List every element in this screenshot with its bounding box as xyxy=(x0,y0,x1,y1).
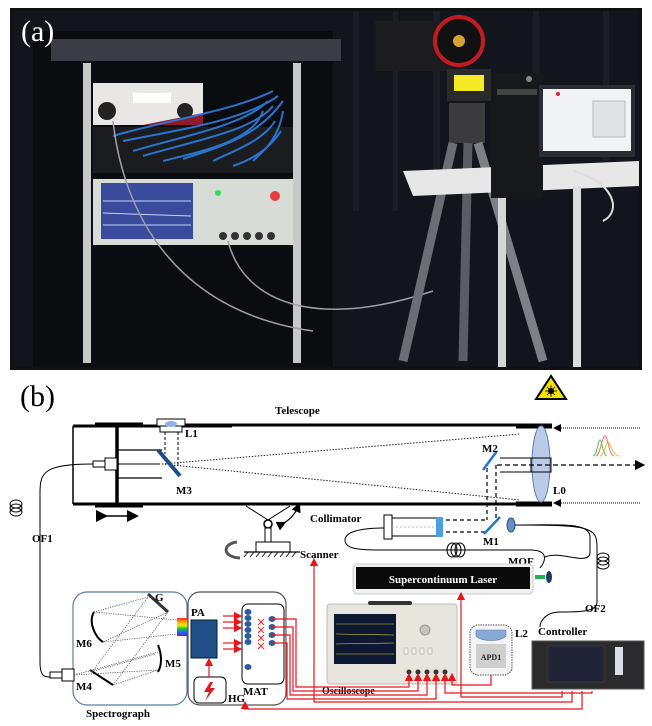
blue-cables xyxy=(112,90,284,167)
dispersed-spectrum xyxy=(177,618,188,636)
supercontinuum-laser: Supercontinuum Laser xyxy=(352,563,552,595)
schematic-svg: L1 M3 Telescope L0 xyxy=(9,374,646,720)
wire-controller-laser xyxy=(456,591,563,698)
high-voltage-icon xyxy=(204,682,215,701)
oscilloscope xyxy=(326,601,458,685)
mirror-m1 xyxy=(483,516,501,535)
photo-illustration xyxy=(13,11,639,367)
wire-mat-ch1 xyxy=(272,618,414,688)
fiber-coil-mof xyxy=(446,542,466,558)
apd1: APD1 xyxy=(469,624,513,676)
laser-warning-icon xyxy=(534,374,568,400)
wire-apd-oscilloscope xyxy=(447,672,492,686)
mat-cross-mark xyxy=(257,618,265,626)
label-collimator: Collimator xyxy=(310,513,361,525)
mirror-m2 xyxy=(481,450,499,471)
schematic-panel-b: (b) xyxy=(0,372,652,721)
mirror-m5 xyxy=(157,644,162,673)
collimator xyxy=(383,514,487,540)
label-telescope: Telescope xyxy=(275,405,320,417)
spectrograph xyxy=(49,591,188,706)
wire-controller-scanner xyxy=(309,557,573,703)
pc-tower xyxy=(491,73,543,198)
mirror-m3 xyxy=(156,448,182,478)
mirror-m6 xyxy=(90,611,104,643)
label-m4: M4 xyxy=(76,681,92,693)
wire-mat-ch2 xyxy=(272,626,423,692)
mat-input-channel xyxy=(244,621,252,627)
panel-label-a: (a) xyxy=(21,15,55,48)
label-controller: Controller xyxy=(538,626,587,638)
label-of2: OF2 xyxy=(585,603,606,615)
wire-mat-ch3 xyxy=(272,634,432,696)
lens-l1 xyxy=(156,418,186,467)
label-m5: M5 xyxy=(165,658,181,670)
label-l1: L1 xyxy=(185,428,198,440)
wire-controller-trigger xyxy=(440,672,593,694)
controller xyxy=(531,640,645,690)
lens-l0 xyxy=(531,425,551,503)
mat-input-channel xyxy=(244,609,252,615)
pa-block xyxy=(190,619,218,659)
label-spectrograph: Spectrograph xyxy=(86,708,150,720)
label-l0: L0 xyxy=(553,485,566,497)
label-mat: MAT xyxy=(243,686,269,698)
label-pa: PA xyxy=(191,607,205,619)
fiber-coil-of2 xyxy=(596,552,610,570)
signal-wiring xyxy=(240,557,593,710)
mirror-m4 xyxy=(89,669,114,686)
tilt-arrow xyxy=(275,502,301,531)
rotation-arrow-icon xyxy=(224,540,241,560)
hg-block xyxy=(193,676,227,704)
label-m1: M1 xyxy=(483,536,499,548)
mat-cross-mark xyxy=(257,642,265,650)
photo-panel-a: (a) xyxy=(10,8,642,370)
mat-input-channel xyxy=(244,664,252,670)
label-m3: M3 xyxy=(176,485,192,497)
fiber-coupling-lens xyxy=(506,517,516,533)
scanner xyxy=(224,502,301,560)
wire-controller-hg xyxy=(240,691,583,710)
mat-cross-mark xyxy=(257,634,265,642)
label-m6: M6 xyxy=(76,638,92,650)
equipment-rack xyxy=(33,31,434,367)
panel-label-b: (b) xyxy=(20,380,55,413)
label-m2: M2 xyxy=(482,443,498,455)
mat-input-channel xyxy=(244,633,252,639)
fiber-coil-of1 xyxy=(9,499,23,517)
label-supercontinuum-laser: Supercontinuum Laser xyxy=(389,574,497,586)
label-l2: L2 xyxy=(515,628,528,640)
mat-cross-mark xyxy=(257,626,265,634)
telescope xyxy=(72,422,552,522)
mat-input-channel xyxy=(244,639,252,645)
label-apd1: APD1 xyxy=(481,653,501,662)
label-hg: HG xyxy=(228,693,246,705)
grating-g xyxy=(146,592,170,614)
telescope-display xyxy=(454,75,484,91)
label-g: G xyxy=(155,592,164,604)
spectrum-peaks-icon xyxy=(592,435,621,457)
label-scanner: Scanner xyxy=(300,549,339,561)
mat-input-channel xyxy=(244,627,252,633)
mat-elements xyxy=(223,609,276,670)
fiber-of2 xyxy=(514,524,598,628)
fiber-of1 xyxy=(39,463,94,678)
label-of1: OF1 xyxy=(32,533,53,545)
mat-input-channel xyxy=(244,615,252,621)
wire-mat-ch4 xyxy=(272,642,441,700)
detector-module xyxy=(187,591,287,706)
monitor xyxy=(539,85,635,222)
